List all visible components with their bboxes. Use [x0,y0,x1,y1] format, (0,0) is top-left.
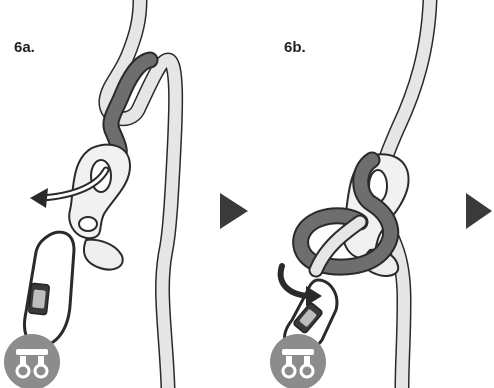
harness-badge-icon [4,334,60,388]
carabiner-icon [25,232,74,346]
play-arrow-icon [220,193,248,229]
play-arrow-icon [466,193,492,229]
descender-device-icon [69,145,130,270]
step-6b-panel: 6b. [270,0,430,388]
harness-badge-icon [270,334,326,388]
step-6b-label: 6b. [284,39,306,56]
step-6a-label: 6a. [14,39,35,56]
step-6a-panel: 6a. [4,0,176,388]
